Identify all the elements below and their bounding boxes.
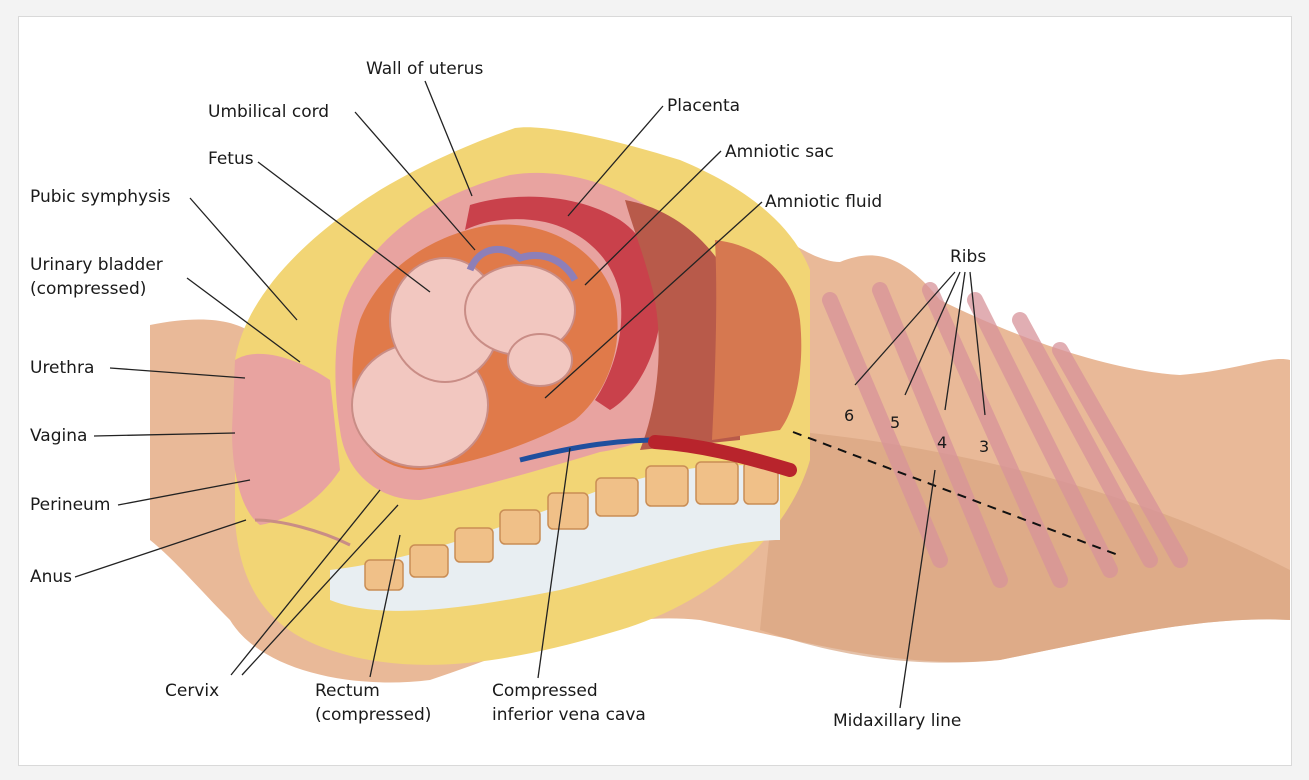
label-ivc-line2: inferior vena cava (492, 704, 646, 726)
label-midaxillary-line: Midaxillary line (833, 710, 961, 732)
label-perineum: Perineum (30, 494, 110, 516)
label-rectum-line1: Rectum (315, 680, 380, 702)
label-amniotic-fluid: Amniotic fluid (765, 191, 882, 213)
label-rib-5: 5 (890, 412, 900, 434)
label-urinary-bladder-line2: (compressed) (30, 278, 146, 300)
label-rectum-line2: (compressed) (315, 704, 431, 726)
label-wall-of-uterus: Wall of uterus (366, 58, 483, 80)
label-ribs: Ribs (950, 246, 986, 268)
label-pubic-symphysis: Pubic symphysis (30, 186, 171, 208)
label-ivc-line1: Compressed (492, 680, 598, 702)
label-rib-6: 6 (844, 405, 854, 427)
label-placenta: Placenta (667, 95, 740, 117)
label-rib-4: 4 (937, 432, 947, 454)
label-cervix: Cervix (165, 680, 219, 702)
label-umbilical-cord: Umbilical cord (208, 101, 329, 123)
label-amniotic-sac: Amniotic sac (725, 141, 834, 163)
label-fetus: Fetus (208, 148, 254, 170)
label-rib-3: 3 (979, 436, 989, 458)
label-vagina: Vagina (30, 425, 87, 447)
label-urinary-bladder-line1: Urinary bladder (30, 254, 163, 276)
label-anus: Anus (30, 566, 72, 588)
label-urethra: Urethra (30, 357, 94, 379)
